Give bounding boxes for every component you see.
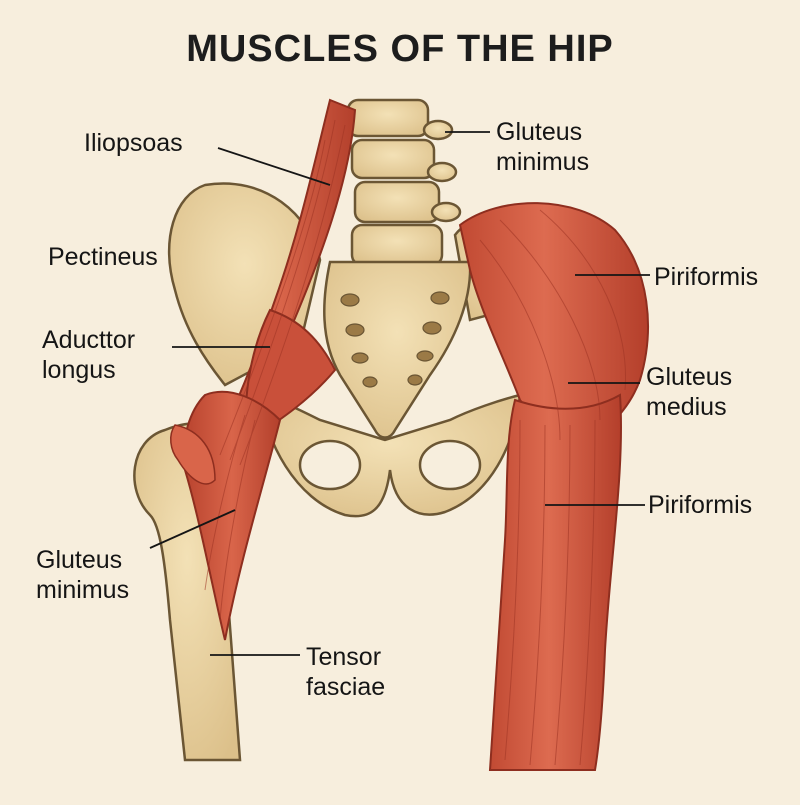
gluteus-medius-muscle: [458, 202, 649, 452]
label-gluteus-minimus-top: Gluteus minimus: [496, 117, 589, 177]
sacrum: [323, 260, 472, 439]
right-obturator-foramen: [418, 439, 482, 491]
label-tensor-fasciae: Tensor fasciae: [306, 642, 385, 702]
label-pectineus: Pectineus: [48, 243, 158, 271]
diagram-title: MUSCLES OF THE HIP: [186, 28, 614, 70]
sacral-foramina: [340, 291, 450, 388]
label-gluteus-minimus-bottom: Gluteus minimus: [36, 545, 129, 605]
label-line: longus: [42, 356, 116, 384]
label-piriformis-bottom: Piriformis: [648, 491, 753, 519]
label-line: Gluteus: [646, 363, 733, 391]
piriformis-thigh-muscle: [488, 393, 622, 771]
gluteus-minimus-left-muscle: [170, 424, 216, 485]
label-line: Gluteus: [496, 118, 583, 146]
muscle-fibers: [204, 119, 627, 766]
left-obturator-foramen: [298, 439, 362, 491]
label-line: Gluteus: [36, 546, 123, 574]
leader-gluteus-minimus-bottom: [149, 509, 236, 549]
pectineus-muscle: [245, 308, 337, 442]
label-line: minimus: [36, 576, 130, 604]
label-line: minimus: [496, 148, 590, 176]
leader-iliopsoas: [217, 147, 331, 186]
label-line: Tensor: [306, 643, 382, 671]
label-iliopsoas: Iliopsoas: [84, 129, 183, 157]
label-line: Aducttor: [42, 326, 136, 354]
label-line: fasciae: [306, 673, 386, 701]
label-piriformis-top: Piriformis: [654, 263, 759, 291]
label-line: medius: [646, 393, 727, 421]
lumbar-spine: [346, 98, 462, 267]
leader-lines: [149, 131, 650, 656]
label-adductor-longus: Aducttor longus: [42, 325, 135, 385]
label-gluteus-medius: Gluteus medius: [646, 362, 732, 422]
